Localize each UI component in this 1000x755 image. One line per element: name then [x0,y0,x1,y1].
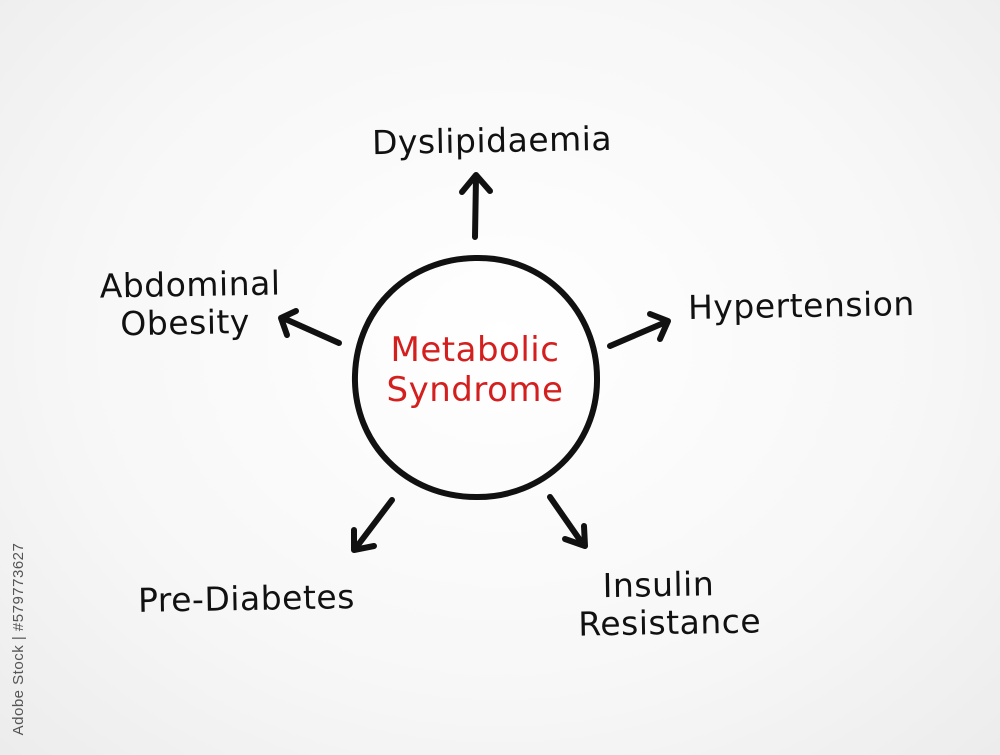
arrow-to-abdominal-obesity [278,308,342,346]
node-abdominal-obesity: Abdominal Obesity [99,263,281,344]
arrow-to-hypertension [607,311,671,349]
stock-watermark-id: Adobe Stock | #579773627 [10,542,27,736]
node-dyslipidaemia: Dyslipidaemia [371,118,613,163]
center-label-line-2: Syndrome [386,370,564,410]
node-hypertension-label: Hypertension [687,284,916,327]
node-hypertension: Hypertension [687,284,916,327]
center-label-line-1: Metabolic [390,330,560,370]
center-label: Metabolic Syndrome [355,330,595,410]
node-abdominal-obesity-line-1: Abdominal [99,263,281,306]
arrow-to-insulin-resistance [547,494,588,549]
node-abdominal-obesity-line-2: Obesity [119,301,251,344]
arrow-to-pre-diabetes [351,497,395,553]
arrow-to-dyslipidaemia [459,172,493,240]
center-circle [351,254,601,501]
node-pre-diabetes: Pre-Diabetes [137,577,356,620]
node-insulin-resistance-line-2: Resistance [577,601,762,644]
node-insulin-resistance-line-1: Insulin [602,564,715,606]
node-pre-diabetes-label: Pre-Diabetes [137,577,356,620]
node-insulin-resistance: Insulin Resistance [577,564,761,643]
node-dyslipidaemia-label: Dyslipidaemia [371,118,613,163]
